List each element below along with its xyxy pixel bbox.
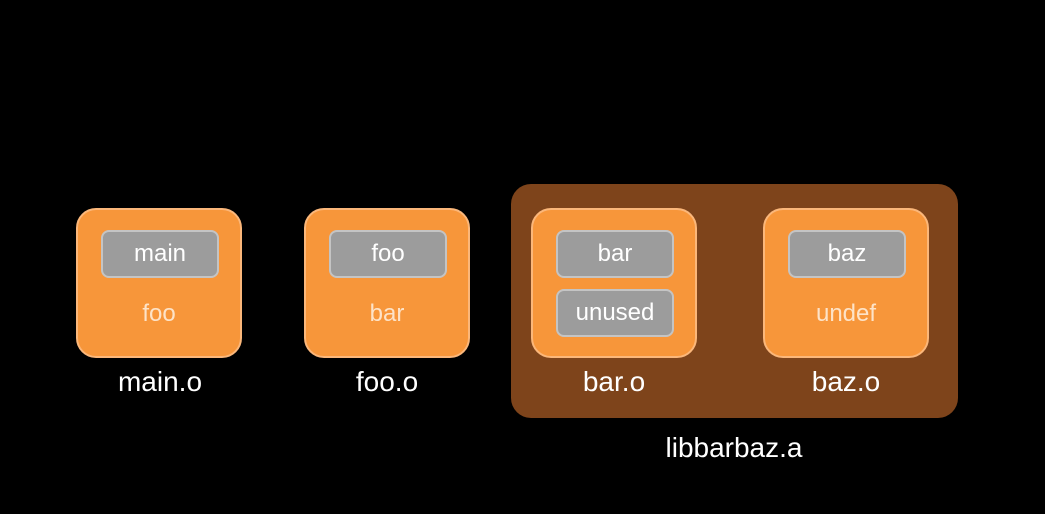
object-file-label-foo: foo.o (355, 366, 419, 397)
archive-label: libbarbaz.a (665, 432, 803, 463)
object-file-foo: foo bar (304, 208, 470, 358)
object-file-baz: baz undef (763, 208, 929, 358)
referenced-symbol-foo: foo (142, 300, 176, 327)
defined-symbol-main: main (101, 230, 219, 278)
object-file-label-baz: baz.o (811, 366, 881, 397)
defined-symbol-unused: unused (556, 289, 674, 337)
referenced-symbol-bar: bar (369, 300, 405, 327)
defined-symbol-foo: foo (329, 230, 447, 278)
defined-symbol-baz: baz (788, 230, 906, 278)
referenced-symbol-undef: undef (815, 300, 877, 327)
object-file-label-bar: bar.o (582, 366, 646, 397)
object-file-bar: bar unused (531, 208, 697, 358)
defined-symbol-bar: bar (556, 230, 674, 278)
object-file-label-main: main.o (117, 366, 203, 397)
object-file-main: main foo (76, 208, 242, 358)
